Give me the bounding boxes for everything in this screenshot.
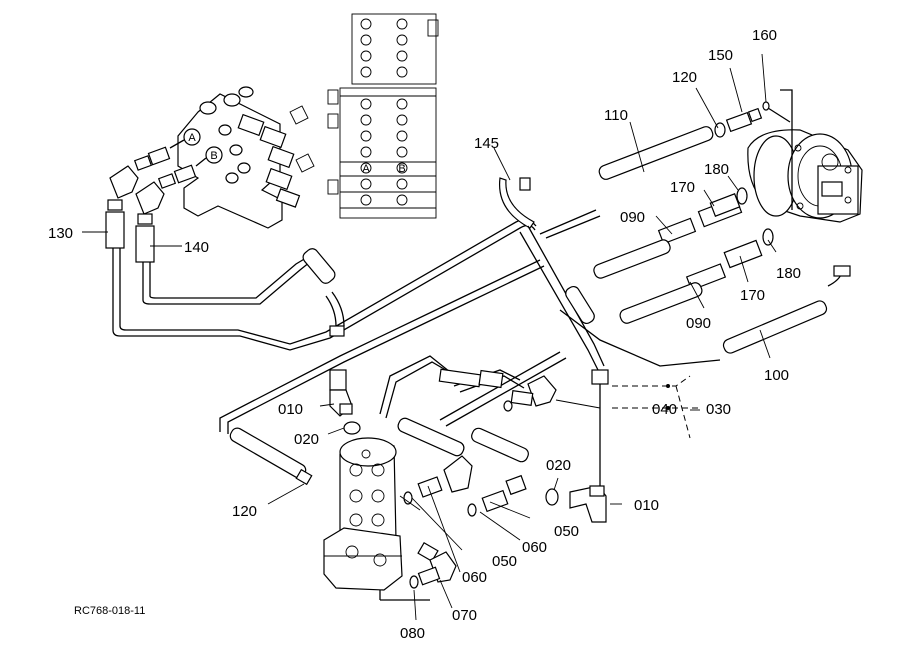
hose-middle: [519, 225, 609, 490]
hose-110: [539, 126, 714, 239]
svg-text:B: B: [210, 150, 217, 162]
valve-fittings: [107, 139, 207, 225]
schematic-marker-b: B: [398, 163, 405, 175]
fitting-010-left: [329, 369, 353, 417]
label-110: 110: [604, 107, 628, 124]
hose-100: [559, 265, 851, 367]
motor-fittings: [714, 89, 793, 210]
label-145: 145: [474, 135, 499, 152]
label-180-bottom: 180: [776, 265, 801, 282]
control-valve: [177, 86, 315, 229]
label-080: 080: [400, 625, 425, 642]
label-020-left: 020: [294, 431, 319, 448]
cable-tie-145: [498, 177, 535, 229]
label-070: 070: [452, 607, 477, 624]
label-050-left: 050: [492, 553, 517, 570]
label-180-top: 180: [704, 161, 729, 178]
port-marker-a: A: [183, 128, 201, 146]
hose-130-140: [105, 211, 537, 351]
o-ring-020-right: [545, 488, 559, 506]
middle-fittings: [438, 368, 601, 412]
fitting-010-right: [569, 485, 607, 523]
label-030: 030: [706, 401, 731, 418]
reference-code: RC768-018-11: [74, 605, 145, 617]
leader-lines: [82, 53, 777, 621]
hose-090-bottom: [619, 282, 703, 324]
label-060-left: 060: [462, 569, 487, 586]
swivel-joint: [323, 437, 430, 601]
label-090-top: 090: [620, 209, 645, 226]
label-150: 150: [708, 47, 733, 64]
o-ring-020-left: [343, 421, 361, 435]
label-120-top: 120: [672, 69, 697, 86]
fitting-170-bottom: [685, 228, 774, 291]
label-020-right: 020: [546, 457, 571, 474]
label-160: 160: [752, 27, 777, 44]
label-010-left: 010: [278, 401, 303, 418]
label-010-right: 010: [634, 497, 659, 514]
label-060-right: 060: [522, 539, 547, 556]
hose-lower-bundle: [219, 259, 567, 486]
label-040: 040: [652, 401, 677, 418]
label-140: 140: [184, 239, 209, 256]
valve-schematic: A B: [327, 13, 439, 219]
label-170-top: 170: [670, 179, 695, 196]
hose-090-top: [593, 239, 671, 279]
label-090-bottom: 090: [686, 315, 711, 332]
label-130: 130: [48, 225, 73, 242]
label-170-bottom: 170: [740, 287, 765, 304]
label-120-bottom: 120: [232, 503, 257, 520]
label-050-right: 050: [554, 523, 579, 540]
schematic-marker-a: A: [362, 163, 370, 175]
port-marker-b: B: [205, 146, 223, 164]
label-100: 100: [764, 367, 789, 384]
part-labels: 160 150 120 110 145 180 170 090 180 170 …: [48, 27, 801, 642]
swivel-fittings: [399, 455, 527, 589]
fitting-170-top: [657, 187, 748, 245]
travel-motor: [747, 129, 863, 223]
svg-text:A: A: [188, 132, 196, 144]
